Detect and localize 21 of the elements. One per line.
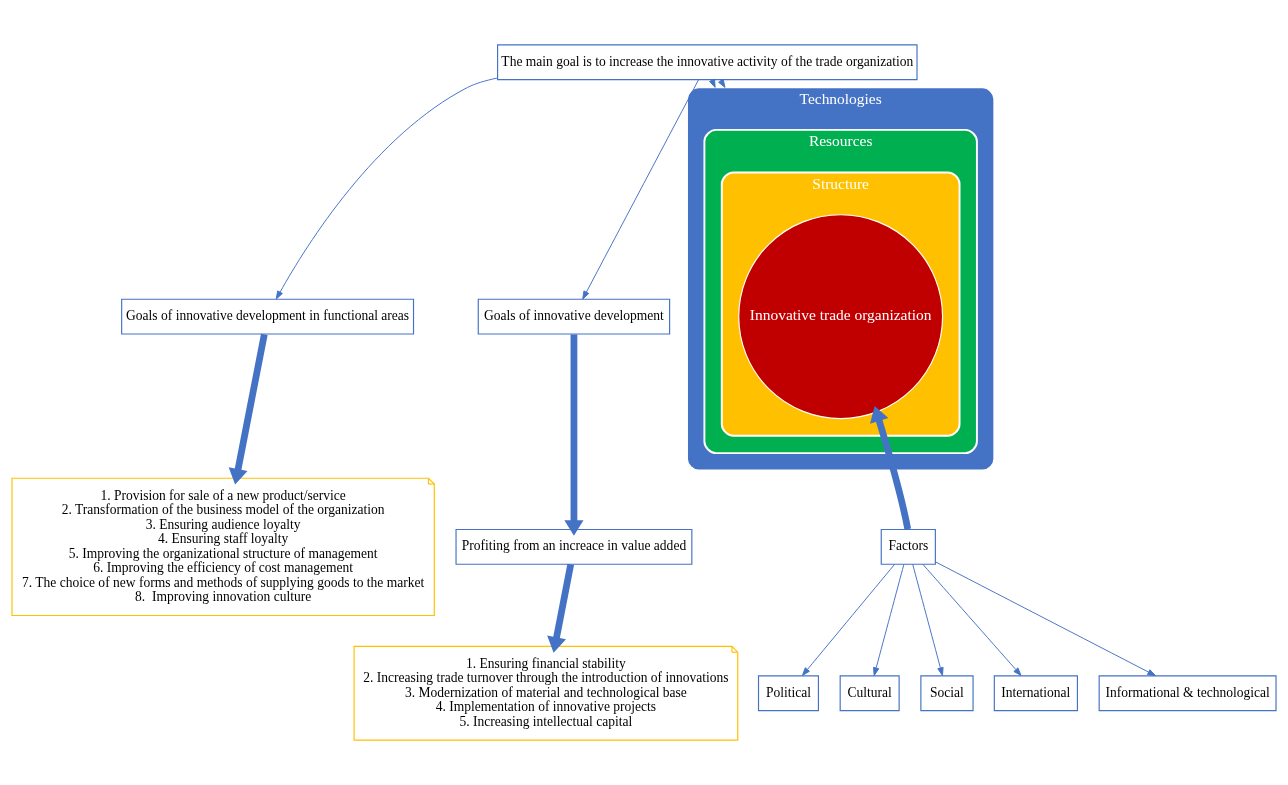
arrow <box>935 561 1156 677</box>
arrow <box>873 563 905 676</box>
arrow <box>870 405 912 530</box>
arrow <box>912 563 944 676</box>
node-box: Social <box>920 675 974 712</box>
arrow <box>582 79 700 300</box>
node-box: International <box>993 675 1078 712</box>
arrow <box>922 563 1022 676</box>
arrow <box>228 333 268 485</box>
node-box: Factors <box>880 528 936 565</box>
arrow <box>547 563 575 653</box>
node-box: Goals of innovative development <box>477 298 671 335</box>
arrow <box>801 563 896 676</box>
node-box: Informational & technological <box>1098 675 1277 712</box>
arrow <box>275 77 498 300</box>
node-circle: Innovative trade organization <box>738 214 944 420</box>
node-box: Profiting from an increace in value added <box>455 528 693 565</box>
node-box: Cultural <box>839 675 900 712</box>
node-box: Political <box>757 675 819 712</box>
node-box: Goals of innovative development in functional areas <box>121 298 415 335</box>
arrow <box>564 334 584 536</box>
